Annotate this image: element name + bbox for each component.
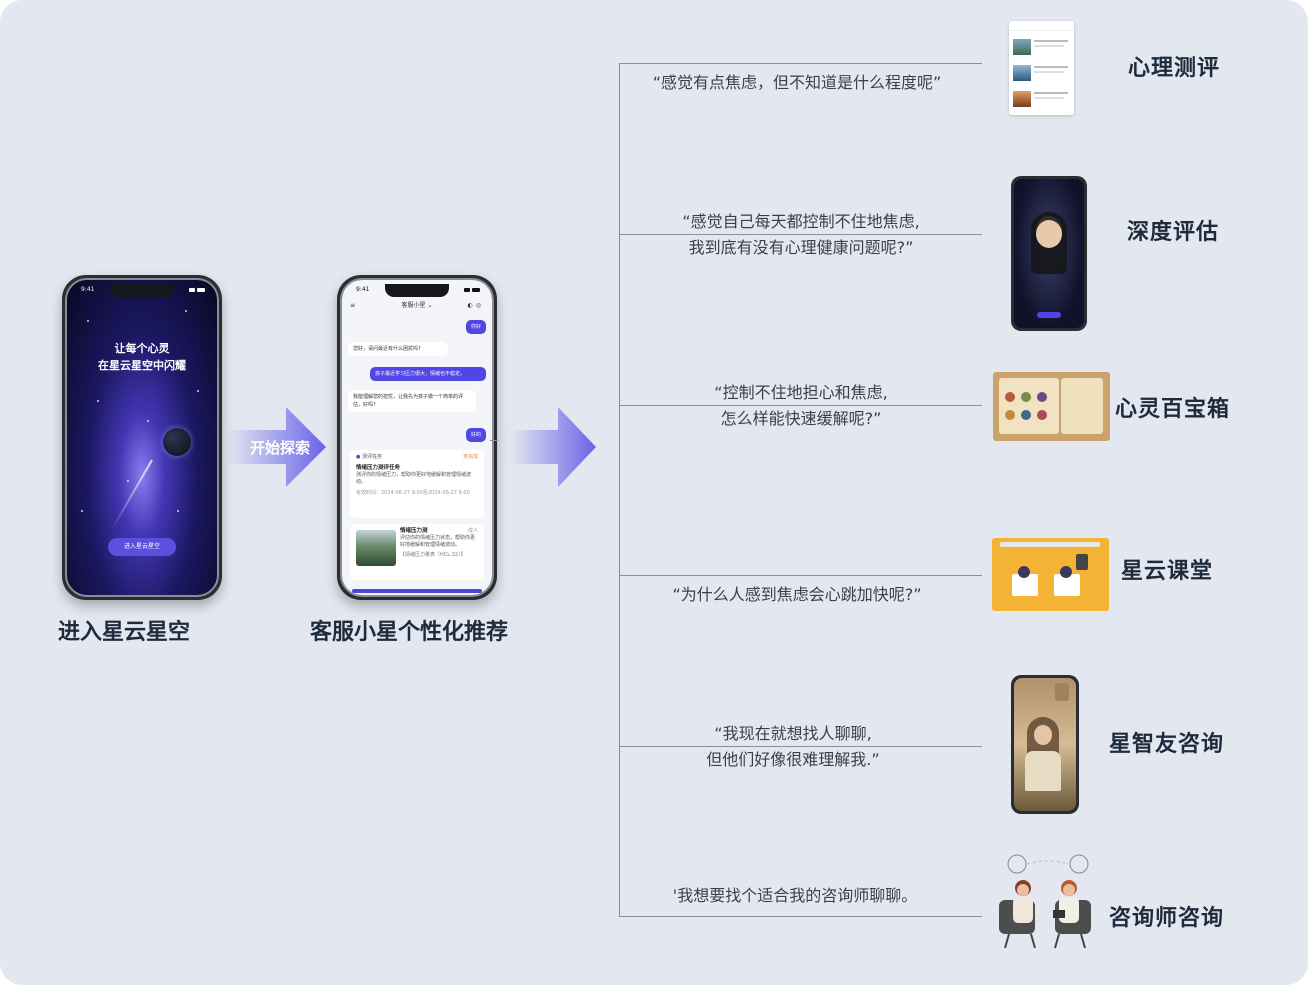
slogan: 让每个心灵 在星云星空中闪耀 <box>67 340 217 374</box>
enter-nebula-button[interactable]: 进入星云星空 <box>108 538 176 556</box>
task-description: 测评你的情绪压力，帮助你更好地缓解和管理情绪波动。 <box>356 472 472 485</box>
scale-title: 情绪压力测 <box>400 528 428 534</box>
scale-description: 评估你的情绪压力状态，帮助你更好地缓解和管理情绪波动。 <box>400 535 476 548</box>
ai-message: 我能理解您的担忧，让我先为孩子做一个简单的评估，好吗? <box>348 390 476 412</box>
sound-chat-icons[interactable]: ◐◎ <box>467 302 484 309</box>
space-screen: 9:41 让每个心灵 在星云星空中闪耀 进入星云星空 <box>67 280 217 595</box>
user-quote-1: “感觉有点焦虑，但不知道是什么程度呢” <box>652 73 942 92</box>
task-title: 情绪压力测评任务 <box>356 465 401 471</box>
ai-message: 您好，请问最近有什么困扰吗? <box>348 342 448 356</box>
slogan-line-2: 在星云星空中闪耀 <box>98 359 186 372</box>
assessment-list-thumbnail <box>1009 21 1074 115</box>
task-label: ● 测评任务 <box>356 454 382 460</box>
chat-screen: 9:41 ≡ 客服小星 ⌄ ◐◎ 你好 您好，请问最近有什么困扰吗? 孩子最近学… <box>342 280 492 595</box>
status-bar: 9:41 <box>81 286 205 293</box>
scale-meta: 【情绪压力量表（HCL-32）】 <box>400 552 466 558</box>
connector-line <box>490 440 498 441</box>
classroom-thumbnail <box>992 538 1109 611</box>
chat-header: ≡ 客服小星 ⌄ ◐◎ <box>342 298 492 314</box>
home-indicator <box>352 589 482 593</box>
user-quote-5: “我现在就想找人聊聊, 但他们好像很难理解我.” <box>706 724 880 769</box>
status-bar: 9:41 <box>356 286 480 293</box>
chevron-down-icon: ⌄ <box>425 302 433 309</box>
phone-notch <box>385 284 449 297</box>
branch-line-3 <box>619 405 982 406</box>
category-counselor-consult[interactable]: 咨询师咨询 <box>1109 906 1225 931</box>
branch-line-1 <box>619 63 982 64</box>
step2-caption: 客服小星个性化推荐 <box>310 620 509 645</box>
user-message: 好的 <box>465 428 486 442</box>
category-treasure-box[interactable]: 心灵百宝箱 <box>1115 397 1231 422</box>
status-badge: 未完成 <box>462 454 478 460</box>
category-psych-assessment[interactable]: 心理测评 <box>1128 56 1221 81</box>
deep-assessment-phone-thumbnail <box>1011 176 1087 331</box>
landscape-thumbnail <box>356 530 396 566</box>
audience-tag: 成人 <box>467 528 478 534</box>
signal-battery-icon <box>189 286 205 293</box>
step1-caption: 进入星云星空 <box>58 620 191 645</box>
slogan-line-1: 让每个心灵 <box>114 342 170 355</box>
category-deep-assessment[interactable]: 深度评估 <box>1127 220 1220 245</box>
phone-mockup-space: 9:41 让每个心灵 在星云星空中闪耀 进入星云星空 <box>62 275 222 600</box>
task-valid-time: 有效时间：2024-06-27 9:00至2024-06-27 9:00 <box>356 490 470 496</box>
chat-header-title[interactable]: 客服小星 <box>401 302 426 309</box>
phone-notch <box>110 284 174 297</box>
counseling-illustration <box>999 854 1091 949</box>
task-icon: ● <box>356 454 361 460</box>
tree-trunk-line <box>619 63 620 917</box>
user-quote-4: “为什么人感到焦虑会心跳加快呢?” <box>672 585 922 604</box>
phone-mockup-chat: 9:41 ≡ 客服小星 ⌄ ◐◎ 你好 您好，请问最近有什么困扰吗? 孩子最近学… <box>337 275 497 600</box>
counselor-phone-thumbnail <box>1011 675 1079 814</box>
status-time: 9:41 <box>356 286 370 293</box>
recommended-scale-card[interactable]: 情绪压力测 成人 评估你的情绪压力状态，帮助你更好地缓解和管理情绪波动。 【情绪… <box>350 524 484 580</box>
category-nebula-classroom[interactable]: 星云课堂 <box>1121 559 1214 584</box>
user-message: 你好 <box>465 320 486 334</box>
branch-line-4 <box>619 575 982 576</box>
comet-illustration <box>111 459 153 530</box>
status-time: 9:41 <box>81 286 95 293</box>
signal-battery-icon <box>464 286 480 293</box>
start-explore-arrow <box>226 407 326 487</box>
category-ai-friend-consult[interactable]: 星智友咨询 <box>1109 732 1225 757</box>
user-quote-2: “感觉自己每天都控制不住地焦虑, 我到底有没有心理健康问题呢?” <box>682 212 920 257</box>
branch-arrow <box>510 407 596 487</box>
user-quote-6: '我想要找个适合我的咨询师聊聊。 <box>672 886 918 905</box>
user-message: 孩子最近学习压力很大，情绪也不稳定。 <box>370 367 486 381</box>
branch-line-2 <box>619 234 982 235</box>
assessment-task-card[interactable]: ● 测评任务 未完成 情绪压力测评任务 测评你的情绪压力，帮助你更好地缓解和管理… <box>350 450 484 518</box>
menu-icon[interactable]: ≡ <box>350 302 356 309</box>
branch-line-6 <box>619 916 982 917</box>
planet-illustration <box>163 428 191 456</box>
treasure-box-thumbnail <box>993 372 1110 441</box>
branch-line-5 <box>619 746 982 747</box>
arrow-label: 开始探索 <box>250 439 311 457</box>
user-quote-3: “控制不住地担心和焦虑, 怎么样能快速缓解呢?” <box>714 383 888 428</box>
